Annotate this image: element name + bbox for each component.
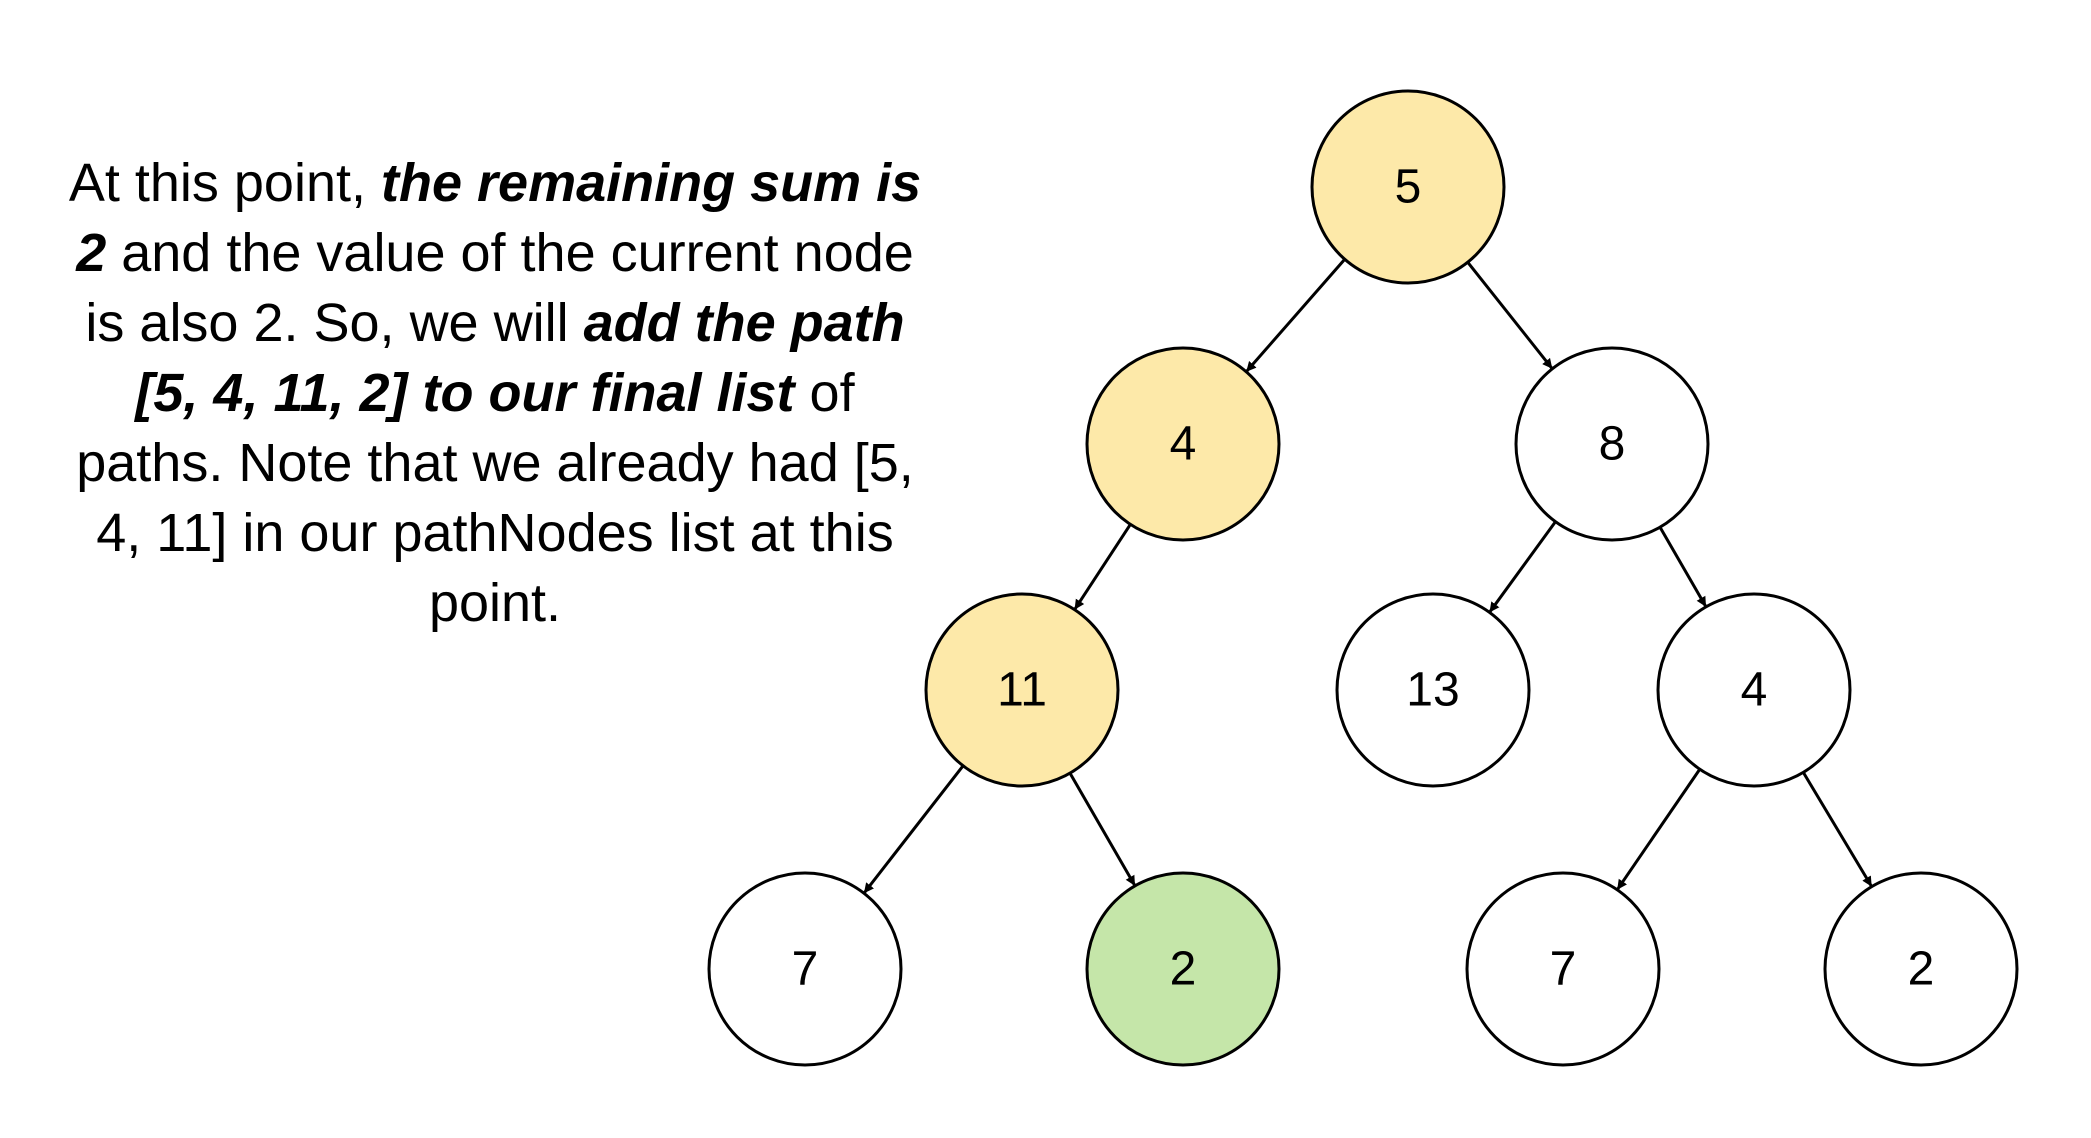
edge-arrow-r-rl <box>1488 520 1557 613</box>
caption-text: At this point, <box>68 153 382 213</box>
emphasis-text: the remaining sum is 2 <box>76 153 922 283</box>
node-label: 8 <box>1599 418 1626 471</box>
node-label: 5 <box>1395 161 1422 214</box>
edge-arrow-ll-lll <box>863 764 965 894</box>
edge-arrow-rr-rrr <box>1802 771 1873 887</box>
node-label: 7 <box>792 943 819 996</box>
tree-node-rrr: 2 <box>1823 871 2019 1067</box>
tree-node-r: 8 <box>1514 346 1710 542</box>
emphasis-text: add the path [5, 4, 11, 2] to our final … <box>135 293 905 423</box>
node-label: 4 <box>1170 418 1197 471</box>
edge-arrow-l-ll <box>1073 523 1132 610</box>
tree-node-ll: 11 <box>924 592 1120 788</box>
edge-arrow-rr-rrl <box>1616 768 1702 890</box>
node-label: 2 <box>1170 943 1197 996</box>
caption-text: and the value of the current node is als… <box>85 223 914 353</box>
tree-edges <box>863 258 1873 894</box>
tree-node-root: 5 <box>1310 89 1506 285</box>
node-circle <box>1085 871 1281 1067</box>
tree-nodes: 5 4 8 11 13 4 7 2 7 2 <box>707 89 2019 1067</box>
node-label: 2 <box>1908 943 1935 996</box>
tree-node-rl: 13 <box>1335 592 1531 788</box>
node-label: 11 <box>997 664 1047 717</box>
explanation-text: At this point, the remaining sum is 2 an… <box>60 148 930 638</box>
tree-node-rr: 4 <box>1656 592 1852 788</box>
tree-node-lll: 7 <box>707 871 903 1067</box>
edge-arrow-ll-llr <box>1068 772 1136 886</box>
node-circle <box>1465 871 1661 1067</box>
node-circle <box>1310 89 1506 285</box>
edge-arrow-r-rr <box>1658 526 1707 607</box>
edge-arrow-root-r <box>1466 261 1553 369</box>
tree-node-llr: 2 <box>1085 871 1281 1067</box>
tree-node-rrl: 7 <box>1465 871 1661 1067</box>
node-circle <box>707 871 903 1067</box>
node-circle <box>1656 592 1852 788</box>
node-circle <box>1085 346 1281 542</box>
node-circle <box>924 592 1120 788</box>
node-label: 7 <box>1550 943 1577 996</box>
node-circle <box>1514 346 1710 542</box>
node-label: 4 <box>1741 664 1768 717</box>
node-circle <box>1823 871 2019 1067</box>
tree-node-l: 4 <box>1085 346 1281 542</box>
node-circle <box>1335 592 1531 788</box>
edge-arrow-root-l <box>1245 258 1346 373</box>
caption-text: of paths. Note that we already had [5, 4… <box>76 363 914 633</box>
node-label: 13 <box>1406 664 1459 717</box>
